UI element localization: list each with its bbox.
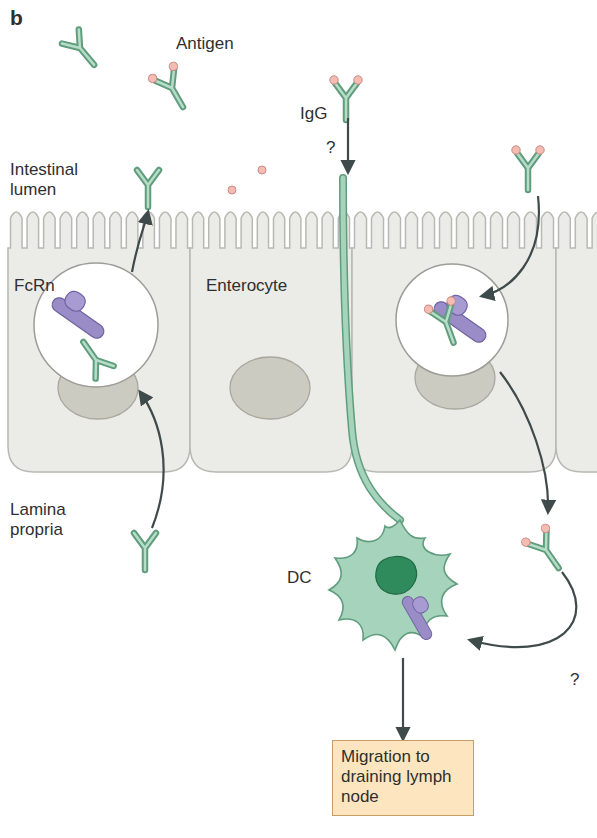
trafficking-arrow xyxy=(482,196,539,296)
annotation-label: Antigen xyxy=(176,34,234,54)
enterocyte-cell xyxy=(190,212,352,472)
dc-dendrite xyxy=(343,178,400,520)
trafficking-arrow xyxy=(132,212,148,272)
question-mark: ? xyxy=(326,138,335,158)
antibody xyxy=(134,533,156,570)
antibody xyxy=(423,296,469,349)
annotation-label: Lamina propria xyxy=(10,500,100,540)
dendritic-cell: DC xyxy=(285,510,465,660)
flow-arrow xyxy=(402,658,404,739)
trafficking-arrow xyxy=(500,372,548,512)
enterocyte-cell xyxy=(8,212,190,472)
antigen-dot xyxy=(228,186,236,194)
dc-body xyxy=(285,510,465,660)
enterocyte-cell xyxy=(352,212,556,472)
annotation-label: Intestinal lumen xyxy=(10,160,100,200)
vesicle xyxy=(396,264,508,376)
antibody xyxy=(74,336,113,379)
dc-dendrite xyxy=(343,178,400,520)
process-box: Migration to draining lymph node xyxy=(332,740,474,816)
cell-label: DC xyxy=(287,568,312,588)
antigen-dot xyxy=(258,166,266,174)
box-text: Migration to draining lymph node xyxy=(341,747,465,807)
trafficking-arrow xyxy=(140,392,164,528)
fcrn-receptor xyxy=(400,589,443,642)
annotation-label: IgG xyxy=(300,104,327,124)
antibody xyxy=(62,29,103,71)
nucleus xyxy=(230,357,310,419)
antibody xyxy=(512,146,544,190)
panel-letter: b xyxy=(10,6,23,30)
trafficking-arrow xyxy=(470,572,576,647)
antibody xyxy=(520,523,572,578)
antibody xyxy=(147,61,197,115)
antibody xyxy=(137,170,159,207)
enterocyte-cell xyxy=(556,212,597,472)
antibody xyxy=(330,76,362,120)
annotation-label: FcRn xyxy=(14,276,55,296)
question-mark: ? xyxy=(570,670,579,690)
cell-label: Enterocyte xyxy=(206,276,350,296)
enterocyte-region: Enterocyte xyxy=(192,276,350,466)
trafficking-arrow xyxy=(347,118,349,172)
fcrn-receptor xyxy=(49,284,114,341)
